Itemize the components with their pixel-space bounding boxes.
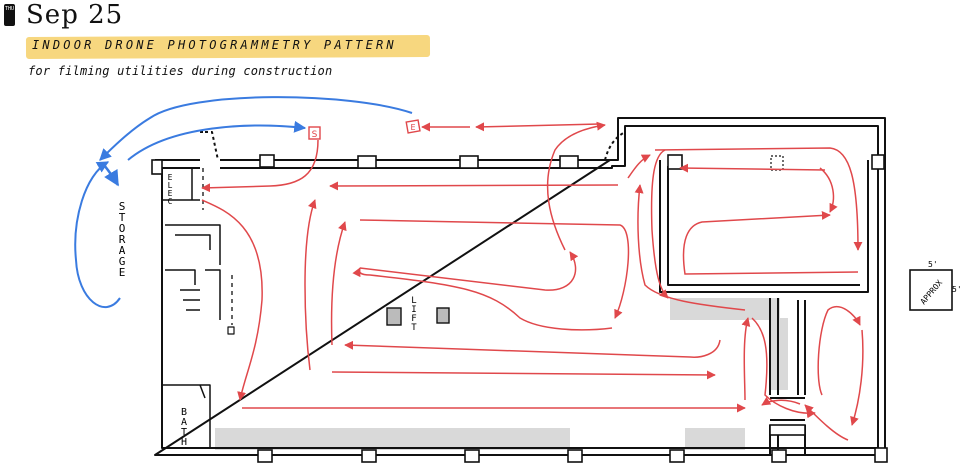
shaded-floor-areas: [215, 298, 788, 450]
outbuilding-dim-side: 5': [952, 285, 960, 294]
lower-right-partition: [769, 298, 806, 455]
flight-leg: [819, 167, 838, 213]
storage-path-in: [102, 164, 120, 187]
flight-leg: [304, 199, 317, 371]
column: [357, 155, 377, 169]
flight-leg: [329, 181, 619, 191]
shade-bottom-left: [215, 428, 570, 450]
outer-wall-inner: [161, 125, 879, 449]
flight-leg: [761, 396, 801, 406]
flight-leg: [344, 339, 721, 358]
column: [769, 424, 806, 436]
storage-path-return: [74, 161, 121, 309]
column: [559, 155, 579, 169]
flight-leg: [682, 210, 859, 275]
day-badge: THU: [4, 4, 15, 26]
column: [361, 449, 377, 463]
flight-leg: [850, 329, 864, 426]
flight-leg: [751, 317, 816, 419]
column: [771, 449, 787, 463]
column: [259, 154, 275, 168]
outbuilding-box: [909, 269, 953, 311]
flight-path: [201, 121, 864, 441]
bath-room: [162, 384, 211, 448]
column: [874, 447, 888, 463]
flight-leg: [679, 163, 826, 173]
flight-leg: [654, 147, 863, 251]
flight-leg: [359, 219, 630, 319]
date-heading: Sep 25: [26, 0, 124, 30]
flight-leg: [201, 139, 319, 193]
flight-leg: [352, 267, 613, 331]
flight-leg: [331, 370, 716, 380]
diagram-title: INDOOR DRONE PHOTOGRAMMETRY PATTERN: [32, 38, 397, 52]
flight-leg: [741, 317, 751, 401]
partition-ticks: [770, 397, 805, 421]
flight-leg: [201, 199, 263, 401]
svg-text:E: E: [410, 123, 415, 132]
column: [567, 449, 583, 463]
flight-leg: [546, 121, 606, 251]
lift-left: [386, 307, 402, 326]
storage-path-loop: [127, 120, 307, 161]
lift-right: [436, 307, 450, 324]
column-small: [227, 326, 235, 335]
right-room-wall: [659, 160, 869, 293]
flight-leg: [330, 221, 347, 346]
outbuilding: APPROX 5' 5': [909, 260, 960, 311]
storage-path-out: [99, 96, 413, 161]
elec-room: [162, 168, 200, 201]
storage-path: [74, 96, 413, 309]
column: [151, 159, 163, 175]
flight-leg: [804, 404, 849, 441]
column: [257, 449, 273, 463]
flight-leg: [359, 251, 579, 291]
start-marker: S: [308, 126, 321, 140]
column: [669, 449, 685, 463]
dashed-box: [770, 155, 784, 171]
column: [667, 154, 683, 170]
column: [871, 154, 885, 170]
shade-bottom-right: [685, 428, 745, 450]
right-top-door: [604, 131, 626, 161]
wall-columns: [151, 154, 888, 463]
diagram-subtitle: for filming utilities during constructio…: [28, 64, 333, 78]
outbuilding-dim-top: 5': [928, 260, 938, 269]
svg-text:S: S: [312, 130, 318, 140]
flight-leg: [634, 184, 746, 311]
column: [464, 449, 480, 463]
upper-left-door: [200, 131, 219, 161]
lift-shafts: [386, 307, 450, 326]
flight-leg: [475, 122, 601, 132]
end-marker: E: [405, 119, 421, 134]
column: [459, 155, 479, 169]
flight-leg: [817, 305, 861, 396]
flight-leg: [650, 149, 669, 299]
flight-leg: [627, 154, 651, 179]
stair-core: [165, 224, 221, 320]
